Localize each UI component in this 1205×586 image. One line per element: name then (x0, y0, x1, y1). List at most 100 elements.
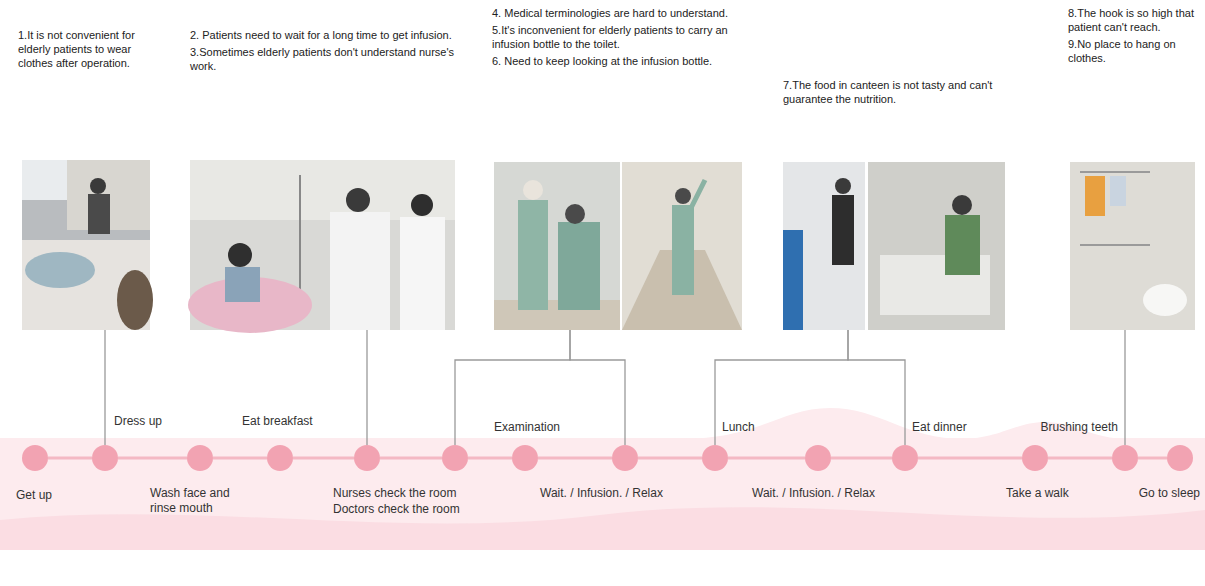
timeline-dot: Get up (22, 445, 48, 471)
photo (868, 162, 1005, 330)
person (88, 194, 110, 234)
pain-point-note: 5.It's inconvenient for elderly patients… (492, 23, 754, 51)
timeline-segment (1138, 457, 1167, 460)
photo-nurse-check (188, 160, 455, 333)
pain-point-note: 1.It is not convenient for elderly patie… (18, 28, 152, 70)
timeline-dot: Eat breakfast (267, 445, 293, 471)
person (675, 188, 691, 204)
pain-point-note: 3.Sometimes elderly patients don't under… (190, 45, 460, 73)
wall (190, 160, 455, 220)
stage-label: Examination (494, 420, 560, 435)
timeline-segment (213, 457, 267, 460)
patient (25, 252, 95, 288)
person (518, 200, 548, 310)
timeline-segment (293, 457, 354, 460)
person (90, 178, 106, 194)
stage-label: Wash face and rinse mouth (150, 486, 246, 516)
timeline-segment (918, 457, 1022, 460)
timeline-segment (538, 457, 612, 460)
floor (494, 300, 620, 330)
timeline-dot: Take a walk (1022, 445, 1048, 471)
photo (494, 162, 620, 330)
timeline-dot: Lunch (702, 445, 728, 471)
stage-label: Get up (16, 488, 52, 503)
visitor (117, 270, 153, 330)
pain-point-note: 4. Medical terminologies are hard to und… (492, 6, 754, 20)
person (558, 222, 600, 310)
timeline-segment (831, 457, 892, 460)
timeline-dot: Doctors check the room (442, 445, 468, 471)
timeline-segment (1048, 457, 1112, 460)
timeline-segment (118, 457, 187, 460)
photo (1070, 162, 1195, 330)
stage-label: Dress up (114, 414, 162, 429)
wall (783, 230, 803, 330)
stage-label: Wait. / Infusion. / Relax (540, 486, 663, 501)
person (672, 205, 694, 295)
timeline-dot: Dress up (92, 445, 118, 471)
person (835, 178, 851, 194)
patient (228, 243, 252, 267)
person (523, 180, 543, 200)
person (952, 195, 972, 215)
pain-point-note: 2. Patients need to wait for a long time… (190, 28, 460, 42)
pain-point-callout: 8.The hook is so high that patient can't… (1068, 6, 1198, 330)
iv-pole (299, 175, 301, 300)
timeline-dot: Nurses check the room (354, 445, 380, 471)
pain-point-callout: 1.It is not convenient for elderly patie… (18, 28, 152, 330)
timeline-dot: Wait. / Infusion. / Relax (805, 445, 831, 471)
photo-examination (494, 162, 742, 330)
timeline-dot: Eat dinner (892, 445, 918, 471)
leader-connector (715, 330, 848, 445)
window (22, 160, 67, 200)
doctor (346, 188, 370, 212)
leader-connector (848, 330, 905, 445)
photo-dressing (22, 160, 153, 330)
pain-point-note: 6. Need to keep looking at the infusion … (492, 54, 754, 68)
timeline-segment (638, 457, 702, 460)
timeline-dot: Brushing teeth (1112, 445, 1138, 471)
pain-point-note: 9.No place to hang on clothes. (1068, 37, 1198, 65)
pain-point-callout: 7.The food in canteen is not tasty and c… (783, 78, 1013, 330)
leader-connector (366, 330, 367, 445)
person (945, 215, 980, 275)
photo (622, 162, 742, 330)
stage-label: Go to sleep (1139, 486, 1200, 501)
towel (1110, 176, 1126, 206)
doctor (330, 212, 390, 330)
stage-label: Doctors check the room (333, 502, 460, 517)
photo-canteen (783, 162, 1005, 330)
timeline-segment (468, 457, 512, 460)
stage-label: Brushing teeth (1041, 420, 1118, 435)
pain-point-note: 7.The food in canteen is not tasty and c… (783, 78, 1013, 106)
hook-rail (1080, 171, 1150, 173)
leader-connector (570, 330, 625, 445)
nurse (411, 194, 433, 216)
leader-connector (1124, 330, 1125, 445)
arm (690, 180, 705, 210)
photo-bathroom (1070, 162, 1195, 330)
timeline-dot: Go to sleep (1167, 445, 1193, 471)
stage-label: Wait. / Infusion. / Relax (752, 486, 875, 501)
stage-label: Take a walk (1006, 486, 1069, 501)
person (832, 195, 854, 265)
timeline-segment (728, 457, 805, 460)
pain-point-note: 8.The hook is so high that patient can't… (1068, 6, 1198, 34)
timeline-dot: Wait. / Infusion. / Relax (612, 445, 638, 471)
stage-label: Eat breakfast (242, 414, 313, 429)
towel (1085, 176, 1105, 216)
patient (225, 267, 260, 302)
toilet (1143, 284, 1187, 316)
timeline-dot: Examination (512, 445, 538, 471)
person (565, 204, 585, 224)
timeline-segment (48, 457, 92, 460)
leader-connector (455, 330, 570, 445)
leader-connector (104, 330, 105, 445)
pain-point-callout: 4. Medical terminologies are hard to und… (492, 6, 754, 330)
band (0, 438, 1205, 550)
nurse (400, 217, 445, 330)
timeline-band (0, 408, 1205, 550)
timeline-segment (380, 457, 442, 460)
stage-label: Eat dinner (912, 420, 967, 435)
